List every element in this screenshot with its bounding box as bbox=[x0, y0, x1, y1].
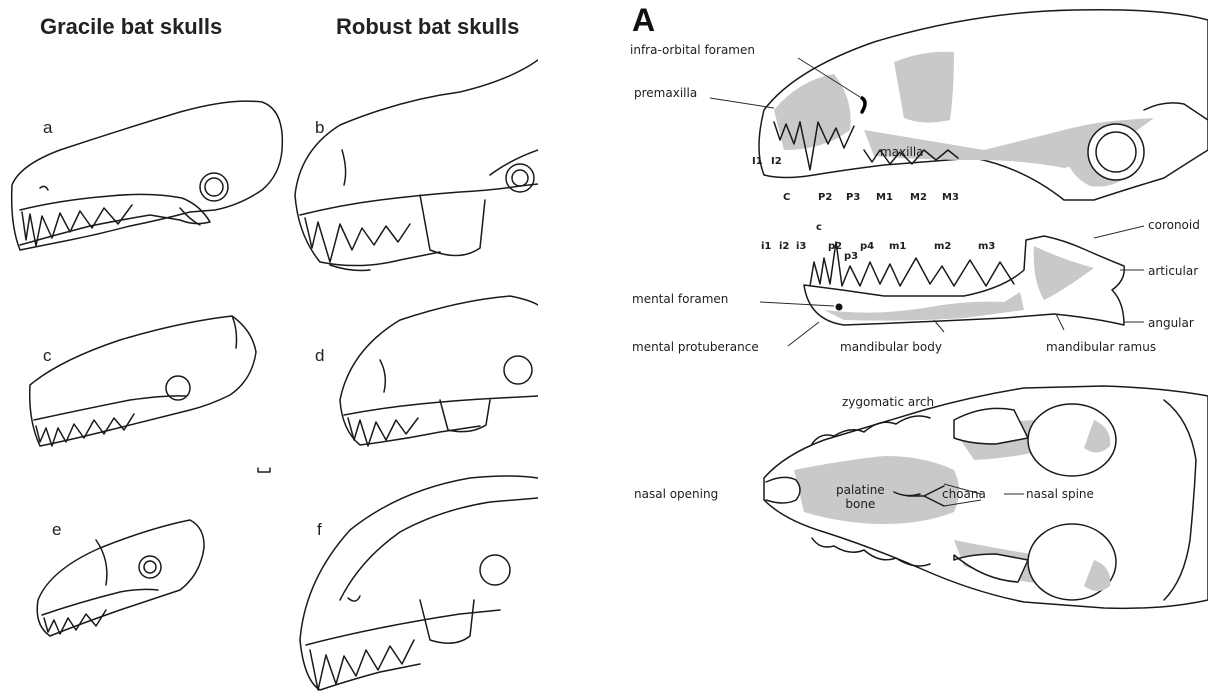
tooth-label-P2: P2 bbox=[818, 192, 832, 203]
tooth-label-i1: i1 bbox=[761, 241, 771, 252]
label-mental-protuberance: mental protuberance bbox=[632, 340, 759, 354]
skull-a-drawing bbox=[12, 101, 283, 250]
label-mandibular-ramus: mandibular ramus bbox=[1046, 340, 1156, 354]
tooth-label-m2: m2 bbox=[934, 241, 951, 252]
label-coronoid: coronoid bbox=[1148, 218, 1200, 232]
label-nasal-spine: nasal spine bbox=[1026, 487, 1094, 501]
label-infra-orbital-foramen: infra-orbital foramen bbox=[630, 43, 755, 57]
tooth-label-M1: M1 bbox=[876, 192, 893, 203]
label-palatine-bone: palatine bone bbox=[836, 483, 885, 511]
label-premaxilla: premaxilla bbox=[634, 86, 697, 100]
cranium-lateral-drawing bbox=[759, 10, 1208, 200]
tooth-label-i3: i3 bbox=[796, 241, 806, 252]
tooth-label-I1: I1 bbox=[752, 156, 763, 167]
tooth-label-p4: p4 bbox=[860, 241, 874, 252]
palate-ventral-drawing bbox=[764, 386, 1208, 608]
tooth-label-I2: I2 bbox=[771, 156, 782, 167]
bat-skull-drawings bbox=[0, 0, 538, 700]
tooth-label-p2: p2 bbox=[828, 241, 842, 252]
label-mental-foramen: mental foramen bbox=[632, 292, 728, 306]
label-nasal-opening: nasal opening bbox=[634, 487, 718, 501]
tooth-label-M2: M2 bbox=[910, 192, 927, 203]
tooth-label-P3: P3 bbox=[846, 192, 860, 203]
skull-f-drawing bbox=[300, 476, 538, 690]
left-figure-panel: Gracile bat skulls Robust bat skulls a b… bbox=[0, 0, 538, 700]
label-choana: choana bbox=[942, 487, 986, 501]
tooth-label-C: C bbox=[783, 192, 790, 203]
tooth-label-M3: M3 bbox=[942, 192, 959, 203]
mandible-lateral-drawing bbox=[804, 236, 1124, 325]
label-zygomatic-arch: zygomatic arch bbox=[842, 395, 934, 409]
label-angular: angular bbox=[1148, 316, 1194, 330]
skull-d-drawing bbox=[340, 296, 538, 446]
panel-letter: A bbox=[632, 2, 655, 39]
tooth-label-i2: i2 bbox=[779, 241, 789, 252]
skull-c-drawing bbox=[30, 316, 256, 446]
skull-e-drawing bbox=[37, 520, 204, 636]
tooth-label-m3: m3 bbox=[978, 241, 995, 252]
tooth-label-p3: p3 bbox=[844, 251, 858, 262]
tooth-label-c: c bbox=[816, 222, 822, 233]
skull-b-drawing bbox=[295, 60, 538, 270]
tooth-label-m1: m1 bbox=[889, 241, 906, 252]
label-articular: articular bbox=[1148, 264, 1198, 278]
label-mandibular-body: mandibular body bbox=[840, 340, 942, 354]
right-figure-panel: A infra-orbital foramen premaxilla maxil… bbox=[624, 0, 1208, 700]
label-maxilla: maxilla bbox=[880, 145, 924, 159]
